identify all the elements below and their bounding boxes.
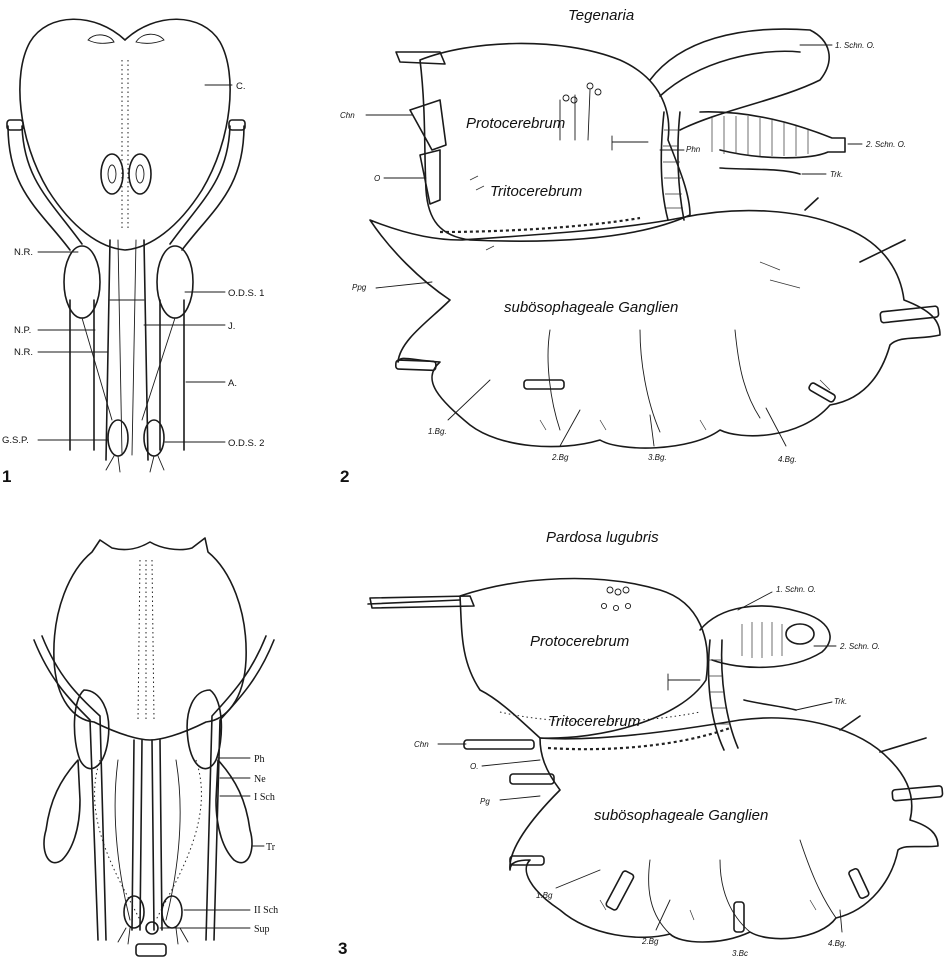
fig2-label-o: O xyxy=(374,174,380,183)
fig4-label-sup: Sup xyxy=(254,924,270,935)
fig4-label-iisch: II Sch xyxy=(254,905,278,916)
fig1-label-np: N.P. xyxy=(14,325,31,336)
fig3-label-o: O. xyxy=(470,762,478,771)
fig4-label-isch: I Sch xyxy=(254,792,275,803)
fig2-label-2schno: 2. Schn. O. xyxy=(865,140,906,149)
fig3-region-protocerebrum: Protocerebrum xyxy=(530,633,629,650)
fig3-label-4bg: 4.Bg. xyxy=(828,939,847,948)
fig3-label-1schno: 1. Schn. O. xyxy=(776,585,816,594)
figure-number-1: 1 xyxy=(2,467,11,486)
fig3-region-tritocerebrum: Tritocerebrum xyxy=(548,713,640,730)
fig2-region-subesophageal: subösophageale Ganglien xyxy=(504,299,678,316)
fig2-label-chn: Chn xyxy=(340,111,355,120)
fig1-label-j: J. xyxy=(228,321,235,332)
fig3-label-1bg: 1.Bg xyxy=(536,891,553,900)
fig2-label-4bg: 4.Bg. xyxy=(778,455,797,464)
fig1-label-ods2: O.D.S. 2 xyxy=(228,438,264,449)
fig4-label-ph: Ph xyxy=(254,754,265,765)
figure-1-drawing xyxy=(7,19,245,472)
fig3-label-trk: Trk. xyxy=(834,697,847,706)
fig3-label-2bg: 2.Bg xyxy=(641,937,659,946)
fig3-label-2schno: 2. Schn. O. xyxy=(839,642,880,651)
fig1-label-gsp: G.S.P. xyxy=(2,435,29,446)
fig4-label-ne: Ne xyxy=(254,774,266,785)
fig1-label-a: A. xyxy=(228,378,237,389)
fig3-label-3bc: 3.Bc xyxy=(732,949,748,958)
fig3-title: Pardosa lugubris xyxy=(546,529,659,546)
figure-number-2: 2 xyxy=(340,467,349,486)
fig2-label-2bg: 2.Bg xyxy=(551,453,569,462)
fig3-label-pg: Pg xyxy=(480,797,490,806)
figure-4-drawing xyxy=(34,538,274,956)
fig3-label-chn: Chn xyxy=(414,740,429,749)
figure-3-drawing xyxy=(368,579,943,942)
fig2-label-ppg: Ppg xyxy=(352,283,367,292)
figure-2-drawing xyxy=(370,29,940,448)
fig2-label-3bg: 3.Bg. xyxy=(648,453,667,462)
fig3-region-subesophageal: subösophageale Ganglien xyxy=(594,807,768,824)
fig1-label-nr-bottom: N.R. xyxy=(14,347,33,358)
fig4-label-tr: Tr xyxy=(266,842,276,853)
fig2-region-protocerebrum: Protocerebrum xyxy=(466,115,565,132)
fig1-label-c: C. xyxy=(236,81,246,92)
fig2-label-1bg: 1.Bg. xyxy=(428,427,447,436)
figure-number-3: 3 xyxy=(338,939,347,958)
fig1-label-nr-top: N.R. xyxy=(14,247,33,258)
fig2-title: Tegenaria xyxy=(568,7,634,24)
fig1-label-ods1: O.D.S. 1 xyxy=(228,288,264,299)
fig2-label-phn: Phn xyxy=(686,145,701,154)
fig2-region-tritocerebrum: Tritocerebrum xyxy=(490,183,582,200)
fig2-label-1schno: 1. Schn. O. xyxy=(835,41,875,50)
fig2-label-trk: Trk. xyxy=(830,170,843,179)
